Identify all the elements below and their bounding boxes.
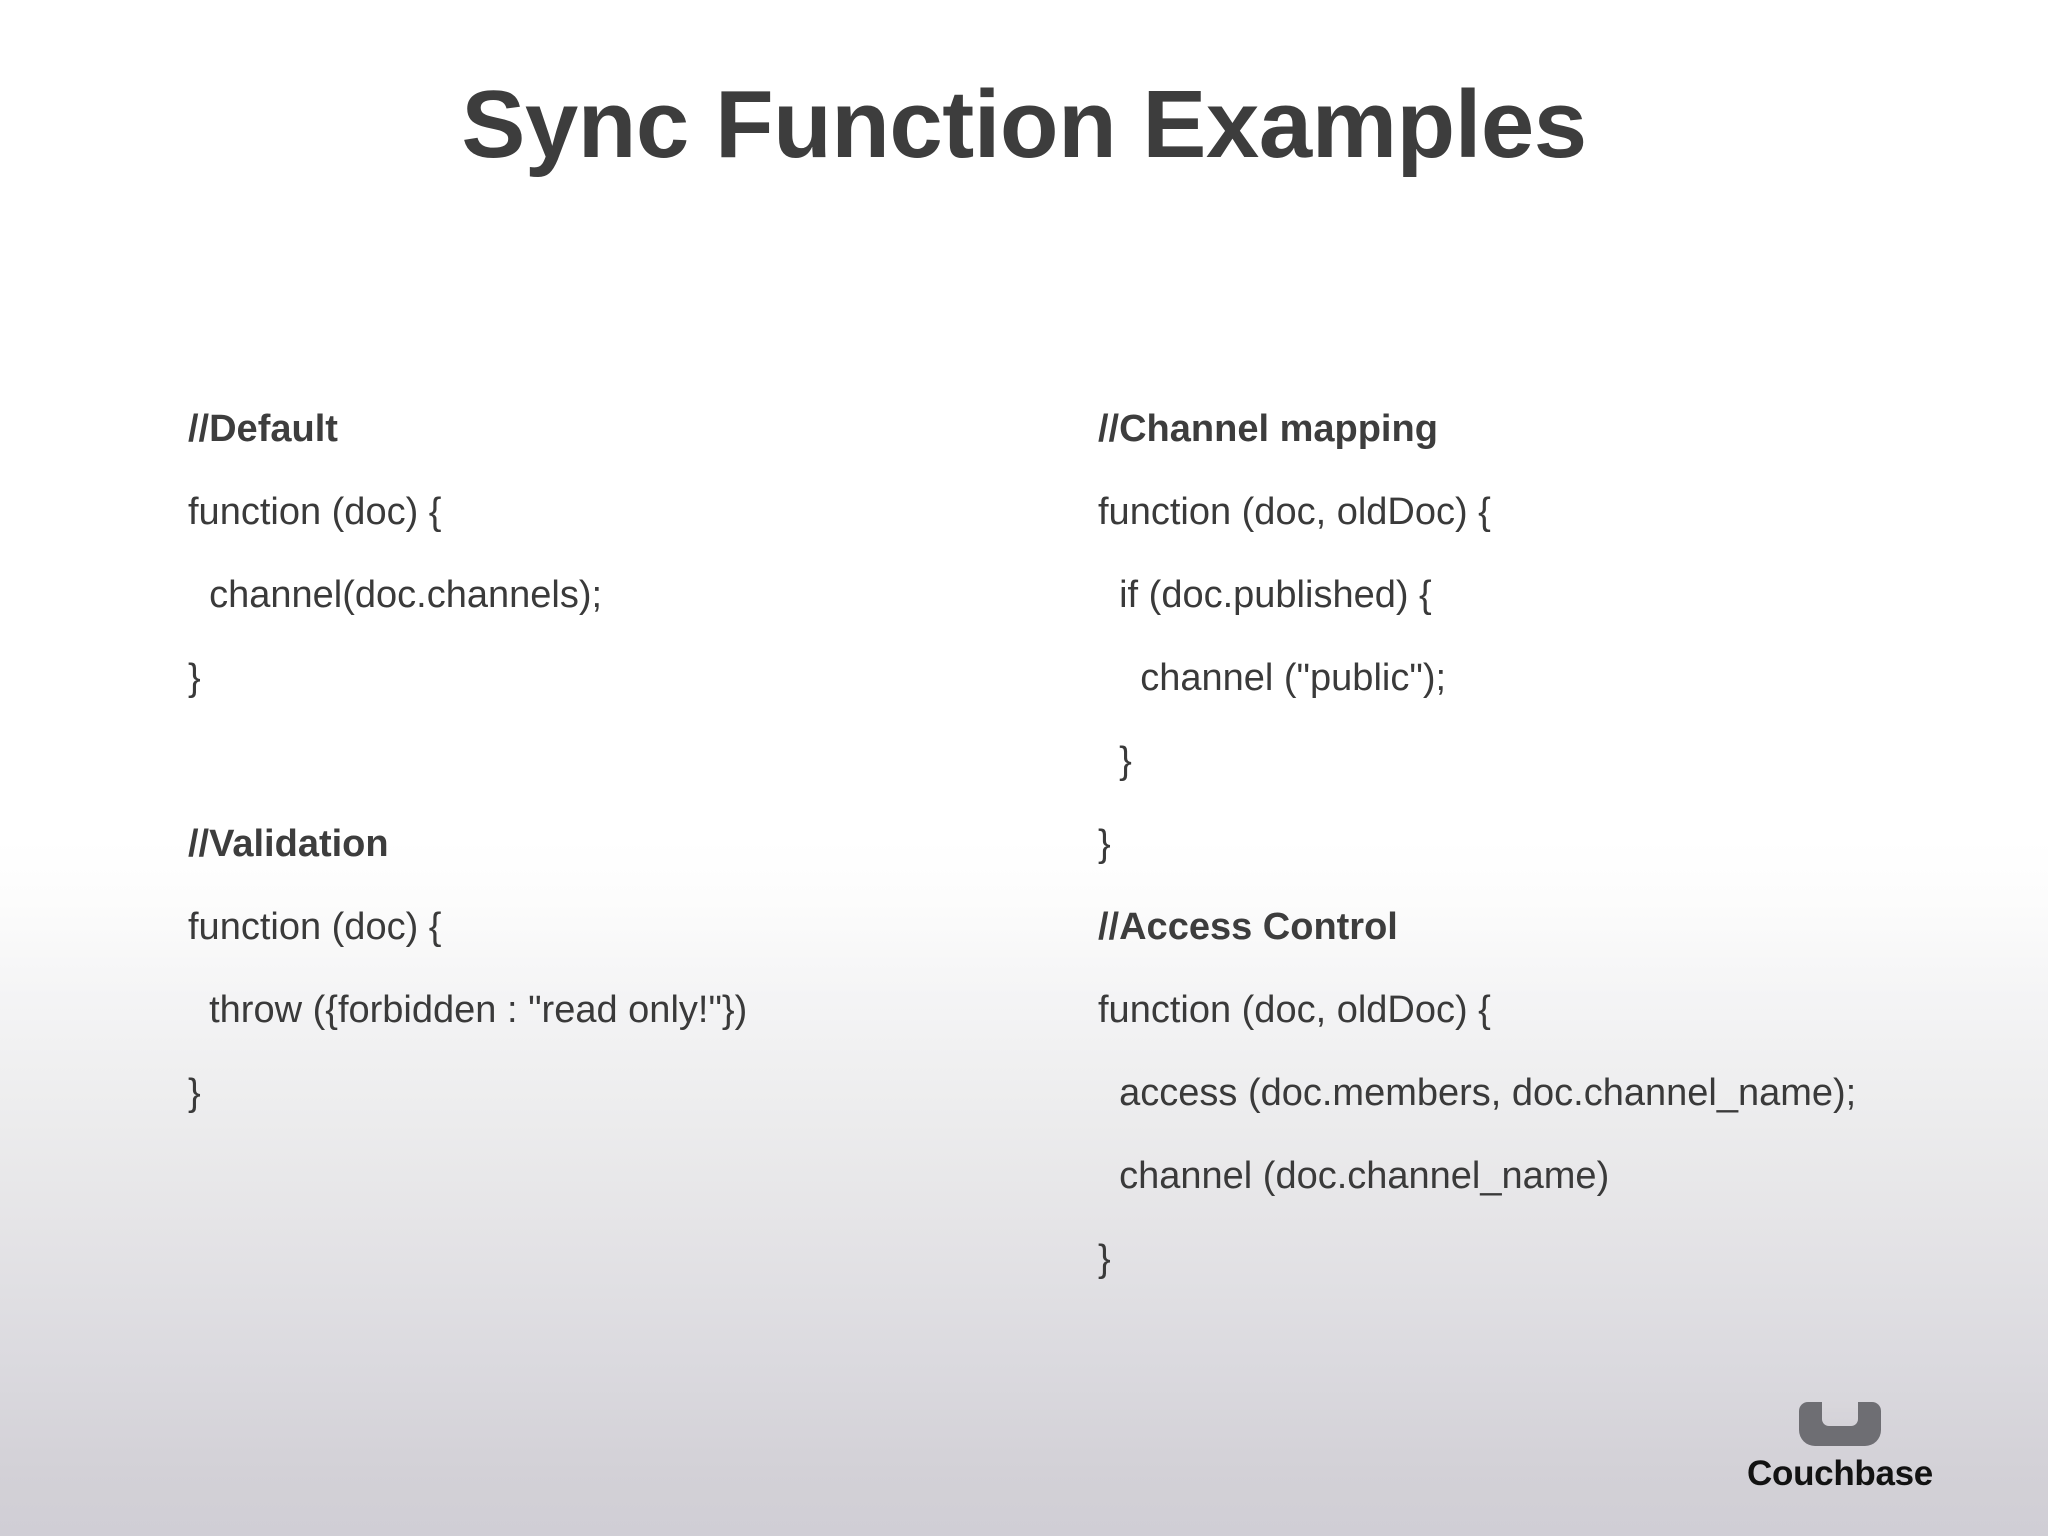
code-line: channel(doc.channels); [188, 574, 603, 616]
code-line: function (doc) { [188, 491, 442, 533]
default-example: //Default function (doc) { channel(doc.ch… [188, 388, 1008, 803]
code-blank-line [188, 720, 1008, 803]
validation-example: //Validation function (doc) { throw ({for… [188, 803, 1008, 1135]
couchbase-cup-icon [1799, 1400, 1881, 1446]
code-line: } [1098, 823, 1111, 865]
code-line: } [1098, 740, 1132, 782]
left-code-column: //Default function (doc) { channel(doc.ch… [188, 388, 1008, 1135]
code-line: channel (doc.channel_name) [1098, 1155, 1610, 1197]
code-line: if (doc.published) { [1098, 574, 1432, 616]
code-line: } [188, 1072, 201, 1114]
right-code-column: //Channel mapping function (doc, oldDoc) … [1098, 388, 1958, 1301]
code-line: function (doc, oldDoc) { [1098, 491, 1491, 533]
channel-mapping-example: //Channel mapping function (doc, oldDoc) … [1098, 388, 1958, 886]
code-line: function (doc, oldDoc) { [1098, 989, 1491, 1031]
code-comment-line: //Validation [188, 823, 389, 865]
code-line: throw ({forbidden : "read only!"}) [188, 989, 748, 1031]
page-title: Sync Function Examples [461, 71, 1587, 178]
code-line: } [1098, 1238, 1111, 1280]
code-line: function (doc) { [188, 906, 442, 948]
code-comment-line: //Channel mapping [1098, 408, 1438, 450]
couchbase-wordmark: Couchbase [1747, 1454, 1933, 1493]
couchbase-logo: Couchbase [1710, 1400, 1970, 1494]
code-line: access (doc.members, doc.channel_name); [1098, 1072, 1857, 1114]
code-line: channel ("public"); [1098, 657, 1447, 699]
couchbase-cup-notch [1822, 1400, 1858, 1426]
access-control-example: //Access Control function (doc, oldDoc) {… [1098, 886, 1958, 1301]
code-comment-line: //Access Control [1098, 906, 1398, 948]
code-line: } [188, 657, 201, 699]
code-comment-line: //Default [188, 408, 338, 450]
